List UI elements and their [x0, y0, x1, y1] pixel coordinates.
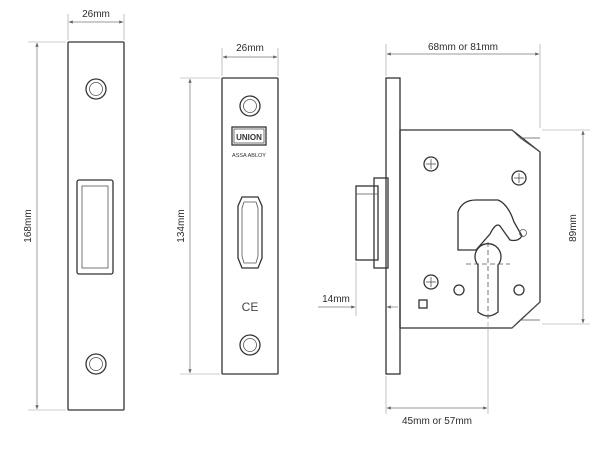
strike-top-screw-hole	[239, 95, 261, 117]
forend-bottom-screw-hole-inner	[89, 357, 103, 371]
forend-bolt-aperture	[76, 179, 114, 275]
case-hole-left	[453, 284, 465, 296]
lock-case-view: 68mm or 81mm 89mm 14mm 45mm or 57mm	[318, 42, 590, 427]
bolt-throw-label: 14mm	[322, 294, 350, 305]
case-depth-label: 68mm or 81mm	[428, 42, 498, 53]
ce-mark: CE	[242, 300, 259, 314]
case-screw-top-left	[423, 156, 439, 172]
lock-case-body	[399, 129, 541, 329]
case-screw-bottom-left	[423, 274, 439, 290]
forend-bottom-screw-hole	[85, 353, 107, 375]
strike-top-screw-hole-inner	[243, 99, 257, 113]
strike-plate-view: UNION ASSA ABLOY CE 26mm 134mm	[176, 43, 279, 375]
forend-plate-view: 26mm 168mm	[23, 9, 125, 411]
backset-label: 45mm or 57mm	[402, 416, 472, 427]
deadbolt-housing	[373, 177, 389, 269]
strike-bottom-screw-hole-inner	[243, 338, 257, 352]
strike-bottom-screw-hole	[239, 334, 261, 356]
case-small-square	[418, 299, 428, 309]
case-hole-right	[513, 284, 525, 296]
forend-height-label: 168mm	[23, 209, 34, 242]
forend-width-label: 26mm	[82, 9, 110, 20]
strike-width-label: 26mm	[236, 43, 264, 54]
strike-bolt-aperture-inner	[241, 201, 259, 264]
strike-bolt-aperture	[237, 196, 263, 269]
forend-plate	[67, 41, 125, 411]
cam-pin	[519, 229, 527, 237]
union-logo-text: UNION	[236, 133, 262, 142]
strike-height-label: 134mm	[176, 209, 187, 242]
deadbolt	[355, 185, 379, 261]
strike-plate	[221, 77, 279, 375]
union-logo-inner-box	[233, 128, 265, 144]
forend-top-screw-hole	[85, 78, 107, 100]
union-logo-box	[231, 126, 267, 146]
euro-cylinder-profile	[474, 243, 502, 317]
case-screw-top-right	[511, 170, 527, 186]
lock-cam-lever	[457, 199, 523, 251]
case-bottom-chamfer-detail	[511, 301, 541, 329]
assa-abloy-text: ASSA ABLOY	[232, 153, 266, 159]
case-height-label: 89mm	[568, 214, 579, 242]
forend-top-screw-hole-inner	[89, 82, 103, 96]
forend-bolt-aperture-inner	[81, 185, 109, 269]
